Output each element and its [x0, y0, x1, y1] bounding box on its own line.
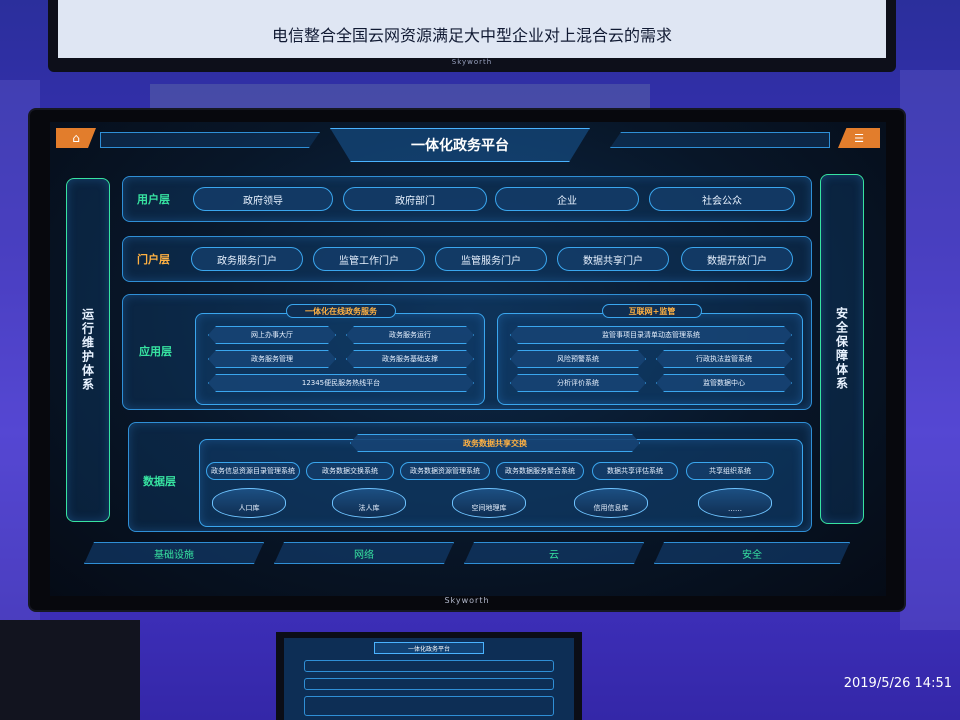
operation-maintenance-panel: 运行维护体系: [66, 178, 110, 522]
security-assurance-panel: 安全保障体系: [820, 174, 864, 524]
online-service-title: 一体化在线政务服务: [305, 306, 377, 316]
user-layer-label: 用户层: [137, 193, 170, 206]
data-system[interactable]: 共享组织系统: [686, 462, 774, 480]
database-cylinder[interactable]: 法人库: [332, 488, 406, 518]
photo-timestamp: 2019/5/26 14:51: [843, 676, 952, 691]
online-service-group: 一体化在线政务服务 网上办事大厅 政务服务运行 政务服务管理 政务服务基础支撑 …: [195, 304, 485, 405]
data-system[interactable]: 数据共享评估系统: [592, 462, 678, 480]
data-system[interactable]: 政务数据资源管理系统: [400, 462, 490, 480]
app-item[interactable]: 行政执法监管系统: [656, 350, 792, 368]
portal-item[interactable]: 监管工作门户: [313, 247, 425, 271]
app-item[interactable]: 风险预警系统: [510, 350, 646, 368]
app-item[interactable]: 分析评价系统: [510, 374, 646, 392]
data-system[interactable]: 政务数据交换系统: [306, 462, 394, 480]
app-item[interactable]: 12345便民服务热线平台: [208, 374, 474, 392]
database-cylinder[interactable]: 信用信息库: [574, 488, 648, 518]
database-cylinder[interactable]: 空间地理库: [452, 488, 526, 518]
lower-row: [304, 678, 554, 690]
data-layer-panel: 数据层 政务数据共享交换 政务信息资源目录管理系统 政务数据交换系统 政务数据资…: [128, 422, 812, 532]
portal-item[interactable]: 政务服务门户: [191, 247, 303, 271]
data-exchange-group: 政务数据共享交换 政务信息资源目录管理系统 政务数据交换系统 政务数据资源管理系…: [199, 439, 803, 527]
top-caption: 电信整合全国云网资源满足大中型企业对上混合云的需求: [271, 26, 672, 45]
app-item[interactable]: 监管事项目录清单动态管理系统: [510, 326, 792, 344]
wall-mount: [150, 84, 650, 112]
internet-supervision-title-box: 互联网+监管: [602, 304, 702, 318]
data-exchange-title: 政务数据共享交换: [463, 438, 527, 448]
top-brand-logo: Skyworth: [451, 58, 493, 66]
app-item[interactable]: 网上办事大厅: [208, 326, 336, 344]
data-system[interactable]: 政务信息资源目录管理系统: [206, 462, 300, 480]
data-system[interactable]: 政务数据服务聚合系统: [496, 462, 584, 480]
user-layer-panel: 用户层 政府领导 政府部门 企业 社会公众: [122, 176, 812, 222]
lower-screen: 一体化政务平台: [284, 638, 574, 720]
foundation-item[interactable]: 基础设施: [84, 542, 264, 564]
page-title-box: 一体化政务平台: [330, 128, 590, 162]
lower-title-box: 一体化政务平台: [374, 642, 484, 654]
user-item[interactable]: 政府领导: [193, 187, 333, 211]
portal-item[interactable]: 数据开放门户: [681, 247, 793, 271]
data-layer-label: 数据层: [143, 475, 176, 488]
menu-icon: ☰: [854, 131, 864, 145]
portal-layer-panel: 门户层 政务服务门户 监管工作门户 监管服务门户 数据共享门户 数据开放门户: [122, 236, 812, 282]
portal-item[interactable]: 数据共享门户: [557, 247, 669, 271]
top-monitor: 电信整合全国云网资源满足大中型企业对上混合云的需求 Skyworth: [48, 0, 896, 72]
user-item[interactable]: 政府部门: [343, 187, 487, 211]
main-screen: ⌂ 一体化政务平台 ☰ 运行维护体系 安全保障体系 用户层 政府领导 政府部门 …: [50, 122, 886, 596]
foundation-item[interactable]: 网络: [274, 542, 454, 564]
lower-row: [304, 660, 554, 672]
header-bar-left: [100, 132, 320, 148]
window-frame: [900, 70, 960, 630]
data-exchange-title-box: 政务数据共享交换: [350, 434, 640, 452]
lower-monitor: 一体化政务平台: [276, 632, 582, 720]
home-icon: ⌂: [72, 131, 80, 145]
page-title: 一体化政务平台: [411, 138, 509, 154]
foundation-item[interactable]: 云: [464, 542, 644, 564]
app-item[interactable]: 监管数据中心: [656, 374, 792, 392]
online-service-title-box: 一体化在线政务服务: [286, 304, 396, 318]
user-item[interactable]: 企业: [495, 187, 639, 211]
app-layer-panel: 应用层 一体化在线政务服务 网上办事大厅 政务服务运行 政务服务管理 政务服务基…: [122, 294, 812, 410]
portal-layer-label: 门户层: [137, 253, 170, 266]
home-button[interactable]: ⌂: [56, 128, 96, 148]
foundation-item[interactable]: 安全: [654, 542, 850, 564]
database-cylinder[interactable]: 人口库: [212, 488, 286, 518]
database-cylinder[interactable]: ……: [698, 488, 772, 518]
header-bar-right: [610, 132, 830, 148]
app-item[interactable]: 政务服务基础支撑: [346, 350, 474, 368]
app-layer-label: 应用层: [139, 345, 172, 358]
operation-maintenance-label: 运行维护体系: [80, 308, 95, 392]
user-item[interactable]: 社会公众: [649, 187, 795, 211]
lower-row: [304, 696, 554, 716]
portal-item[interactable]: 监管服务门户: [435, 247, 547, 271]
app-item[interactable]: 政务服务运行: [346, 326, 474, 344]
app-item[interactable]: 政务服务管理: [208, 350, 336, 368]
security-assurance-label: 安全保障体系: [834, 307, 849, 391]
internet-supervision-title: 互联网+监管: [628, 306, 676, 316]
menu-button[interactable]: ☰: [838, 128, 880, 148]
internet-supervision-group: 互联网+监管 监管事项目录清单动态管理系统 风险预警系统 行政执法监管系统 分析…: [497, 304, 803, 405]
main-monitor: ⌂ 一体化政务平台 ☰ 运行维护体系 安全保障体系 用户层 政府领导 政府部门 …: [30, 110, 904, 610]
lower-title: 一体化政务平台: [407, 645, 450, 653]
main-brand-logo: Skyworth: [444, 596, 490, 605]
left-monitor: [0, 620, 140, 720]
top-screen: 电信整合全国云网资源满足大中型企业对上混合云的需求: [58, 0, 886, 58]
